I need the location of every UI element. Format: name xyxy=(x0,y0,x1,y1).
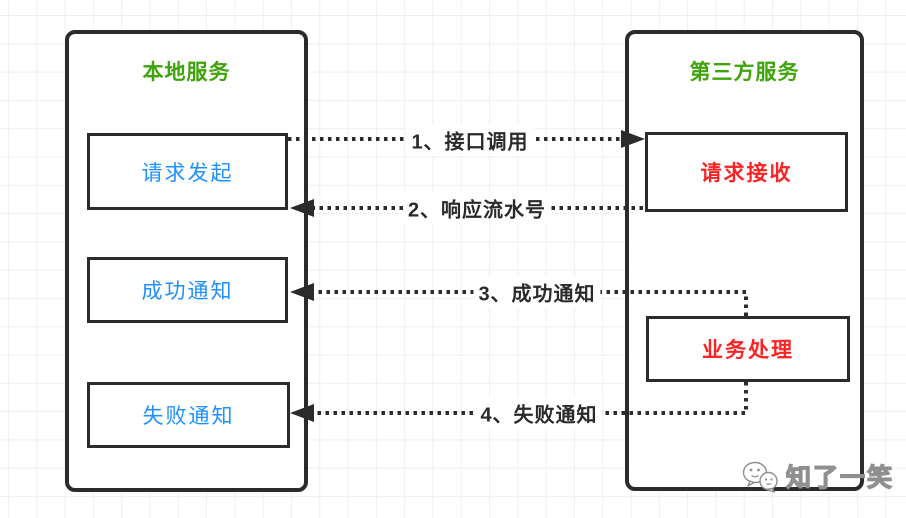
node-request-initiate: 请求发起 xyxy=(87,133,288,210)
edge-label-4: 4、失败通知 xyxy=(475,397,603,429)
thirdparty-service-title: 第三方服务 xyxy=(689,61,800,84)
edge-label-1: 1、接口调用 xyxy=(406,124,534,156)
node-business-process: 业务处理 xyxy=(646,316,850,382)
edge-label-3: 3、成功通知 xyxy=(473,276,601,308)
node-success-notify: 成功通知 xyxy=(87,257,288,323)
node-fail-notify: 失败通知 xyxy=(87,382,290,448)
thirdparty-service-container: 第三方服务 xyxy=(625,30,864,491)
chat-bubbles-icon xyxy=(742,461,778,493)
local-service-title: 本地服务 xyxy=(142,61,231,84)
edge-label-2: 2、响应流水号 xyxy=(402,192,552,224)
node-request-receive: 请求接收 xyxy=(645,132,848,212)
watermark: 知了一笑 xyxy=(741,458,894,494)
watermark-text: 知了一笑 xyxy=(785,463,895,492)
